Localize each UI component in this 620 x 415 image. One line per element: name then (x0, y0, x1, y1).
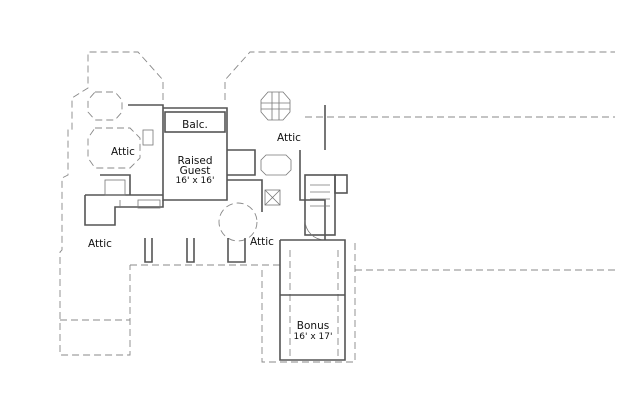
room-size-bonus: 16' x 17' (294, 332, 333, 342)
room-label-attic-top-right: Attic (277, 132, 301, 144)
room-size-raised-guest: 16' x 16' (176, 176, 215, 186)
walls (84, 104, 348, 361)
room-label-raised-guest-1: Raised (177, 155, 212, 167)
roof-outline (59, 51, 615, 363)
octagon-skylights (87, 91, 292, 242)
room-label-bonus: Bonus (297, 320, 329, 332)
room-label-raised-guest-2: Guest (180, 165, 211, 177)
room-label-attic-left: Attic (111, 146, 135, 158)
room-label-attic-center: Attic (250, 236, 274, 248)
room-label-attic-bottom-left: Attic (88, 238, 112, 250)
room-label-balcony: Balc. (182, 119, 208, 131)
